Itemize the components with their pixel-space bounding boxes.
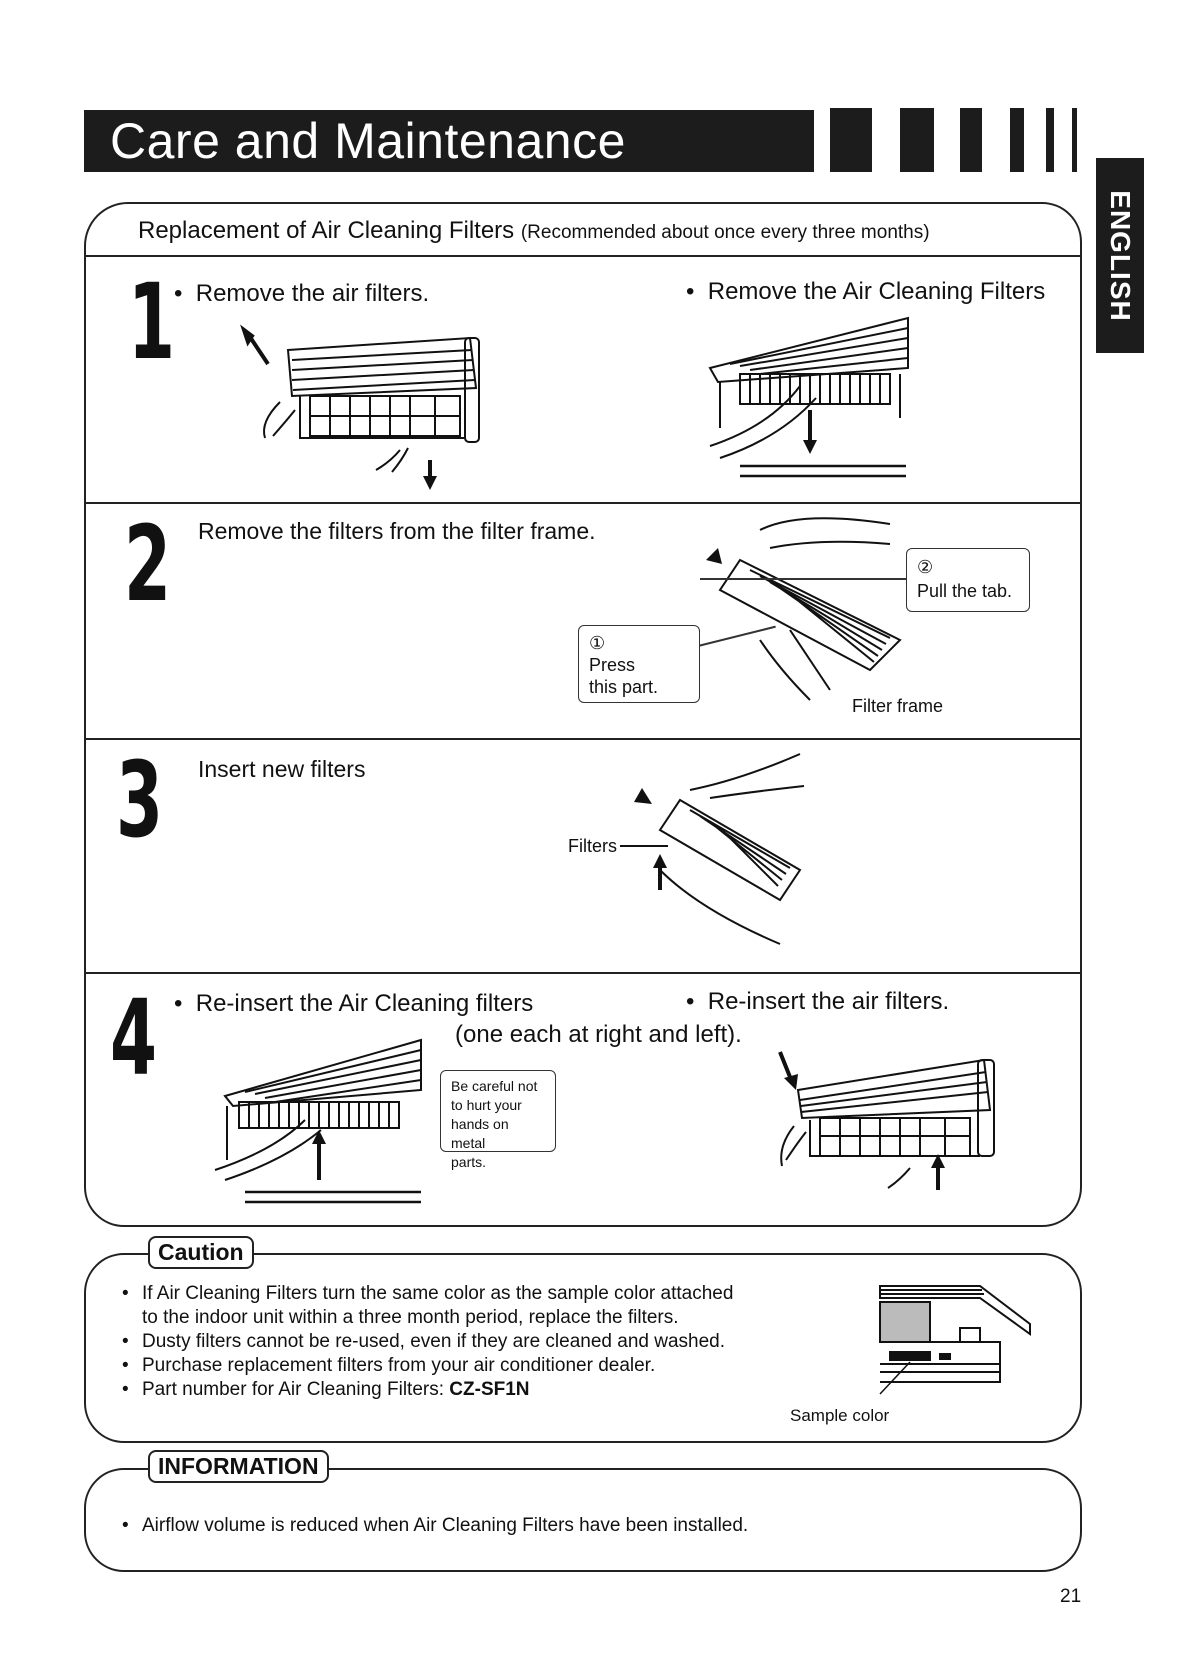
header-block-decoration [1010,108,1024,172]
callout-text: hands on metal [451,1116,509,1151]
section-subtitle: (Recommended about once every three mont… [520,222,930,243]
step-number: 4 [110,977,158,1099]
filter-frame-illustration [706,517,902,701]
callout-text: Pull the tab. [917,581,1013,601]
filter-frame-label: Filter frame [852,696,944,716]
step-2-text: Remove the filters from the filter frame… [198,518,596,544]
sample-color-illustration [879,1285,1031,1395]
remove-air-cleaning-filter-illustration [708,316,909,478]
callout-text: Press [589,655,636,675]
section-title: Replacement of Air Cleaning Filters [138,217,515,244]
step-4-left-text: • Re-insert the Air Cleaning filters [174,990,534,1017]
callout-number: ① [589,633,606,653]
callout-text: to hurt your [451,1097,522,1113]
header-block-decoration [900,108,934,172]
press-part-callout: ① Press this part. [578,625,700,703]
divider [84,738,1082,740]
list-item: If Air Cleaning Filters turn the same co… [118,1282,758,1306]
reinsert-air-filter-illustration [778,1051,995,1190]
language-tab-label: ENGLISH [1105,189,1136,322]
step-number: 1 [128,261,176,383]
callout-text: this part. [589,677,659,697]
divider [84,972,1082,974]
remove-air-filter-illustration [240,324,480,490]
careful-callout: Be careful not to hurt your hands on met… [440,1070,556,1170]
information-panel [84,1468,1082,1572]
caution-list: If Air Cleaning Filters turn the same co… [118,1282,758,1402]
sample-color-label: Sample color [790,1406,890,1425]
divider [84,255,1082,257]
step-3-text: Insert new filters [198,756,366,782]
language-tab: ENGLISH [1096,158,1144,353]
header-block-decoration [1046,108,1054,172]
information-label: INFORMATION [148,1450,329,1483]
header-block-decoration [960,108,982,172]
callout-leader [700,578,910,580]
step-4-right-text: • Re-insert the air filters. [686,988,950,1015]
reinsert-air-cleaning-filter-illustration [214,1038,422,1204]
list-item: Airflow volume is reduced when Air Clean… [118,1514,918,1538]
header-block-decoration [830,108,872,172]
list-item: Dusty filters cannot be re-used, even if… [118,1330,758,1354]
page-title: Care and Maintenance [84,110,814,172]
part-number: CZ-SF1N [449,1379,530,1400]
step-4-left-text-2: (one each at right and left). [455,1021,742,1048]
list-item: Purchase replacement filters from your a… [118,1354,758,1378]
caution-label: Caution [148,1236,254,1269]
list-item: to the indoor unit within a three month … [142,1307,679,1328]
page-number: 21 [1060,1586,1082,1607]
divider [84,502,1082,504]
header-block-decoration [1072,108,1077,172]
step-1-left-text: • Remove the air filters. [174,280,430,307]
filter-replacement-panel [84,202,1082,1227]
caution-panel [84,1253,1082,1443]
information-list: Airflow volume is reduced when Air Clean… [118,1514,918,1538]
callout-text: parts. [451,1154,487,1170]
step-number: 3 [116,739,164,861]
section-heading: Replacement of Air Cleaning Filters (Rec… [138,217,930,245]
callout-number: ② [917,557,934,577]
step-number: 2 [124,503,172,625]
step-1-right-text: • Remove the Air Cleaning Filters [686,278,1046,305]
callout-text: Be careful not [451,1078,538,1094]
list-item: Part number for Air Cleaning Filters: CZ… [118,1378,758,1402]
filters-label: Filters [568,836,617,856]
pull-tab-callout: ② Pull the tab. [906,548,1030,612]
insert-filters-illustration [620,753,805,945]
